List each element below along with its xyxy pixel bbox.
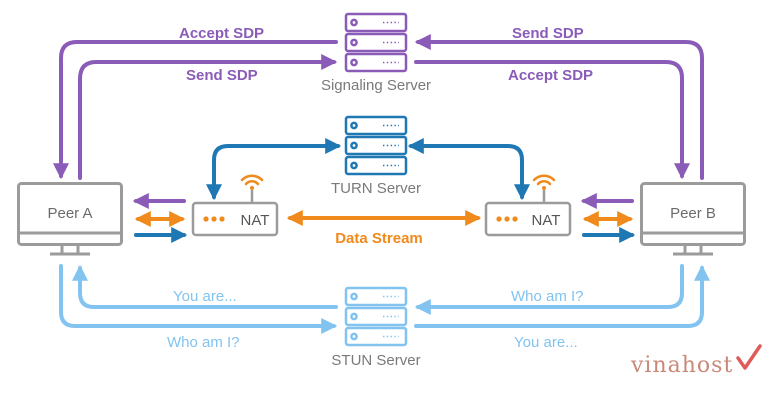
send-sdp-right-arrow: [414, 34, 704, 180]
nat-left-label: NAT: [241, 212, 270, 229]
you-are-left-arrow: [72, 264, 338, 309]
turn-server: TURN Server: [331, 115, 421, 197]
accept-sdp-right-arrow: [414, 60, 690, 180]
who-am-i-left-arrow: [59, 264, 338, 334]
you-are-right-arrow: [414, 264, 710, 328]
data-stream-label: Data Stream: [335, 230, 423, 247]
signaling-labels: Accept SDP Send SDP Send SDP Accept SDP: [179, 25, 593, 84]
peer-a: Peer A: [17, 182, 123, 256]
peer-a-label: Peer A: [47, 205, 92, 222]
nat-left: NAT: [191, 174, 279, 237]
peer-b-nat-links: [580, 193, 636, 243]
turn-left-arrow: [206, 138, 342, 201]
you-are-right-label: You are...: [514, 334, 578, 351]
stun-server: STUN Server: [331, 286, 421, 369]
turn-lines: [206, 138, 530, 201]
peer-a-nat-links: [132, 193, 188, 243]
stun-labels: You are... Who am I? Who am I? You are..…: [167, 288, 584, 351]
signaling-server-icon: [344, 12, 408, 73]
accept-sdp-left-label: Accept SDP: [179, 25, 264, 42]
accept-sdp-right-label: Accept SDP: [508, 67, 593, 84]
turn-server-label: TURN Server: [331, 180, 421, 197]
stun-server-icon: [344, 286, 408, 347]
send-sdp-left-arrow: [78, 54, 338, 180]
brand-wordmark: vinahost: [630, 353, 733, 378]
checkmark-logo-icon: [736, 344, 762, 370]
vinahost-logo: vinahost: [630, 344, 762, 378]
signaling-lines: [53, 34, 704, 180]
send-sdp-right-label: Send SDP: [512, 25, 584, 42]
you-are-left-label: You are...: [173, 288, 237, 305]
wifi-icon: [240, 174, 264, 192]
who-am-i-right-label: Who am I?: [511, 288, 584, 305]
who-am-i-left-label: Who am I?: [167, 334, 240, 351]
peer-b-label: Peer B: [670, 205, 716, 222]
stun-server-label: STUN Server: [331, 352, 420, 369]
send-sdp-left-label: Send SDP: [186, 67, 258, 84]
stun-lines: [59, 264, 710, 334]
turn-right-arrow: [407, 138, 530, 201]
nat-right-label: NAT: [532, 212, 561, 229]
peer-b: Peer B: [640, 182, 746, 256]
who-am-i-right-arrow: [414, 264, 684, 315]
turn-server-icon: [344, 115, 408, 176]
signaling-server: Signaling Server: [321, 12, 431, 94]
nat-right: NAT: [484, 174, 572, 237]
accept-sdp-left-arrow: [53, 40, 338, 180]
signaling-server-label: Signaling Server: [321, 77, 431, 94]
wifi-icon: [532, 174, 556, 192]
